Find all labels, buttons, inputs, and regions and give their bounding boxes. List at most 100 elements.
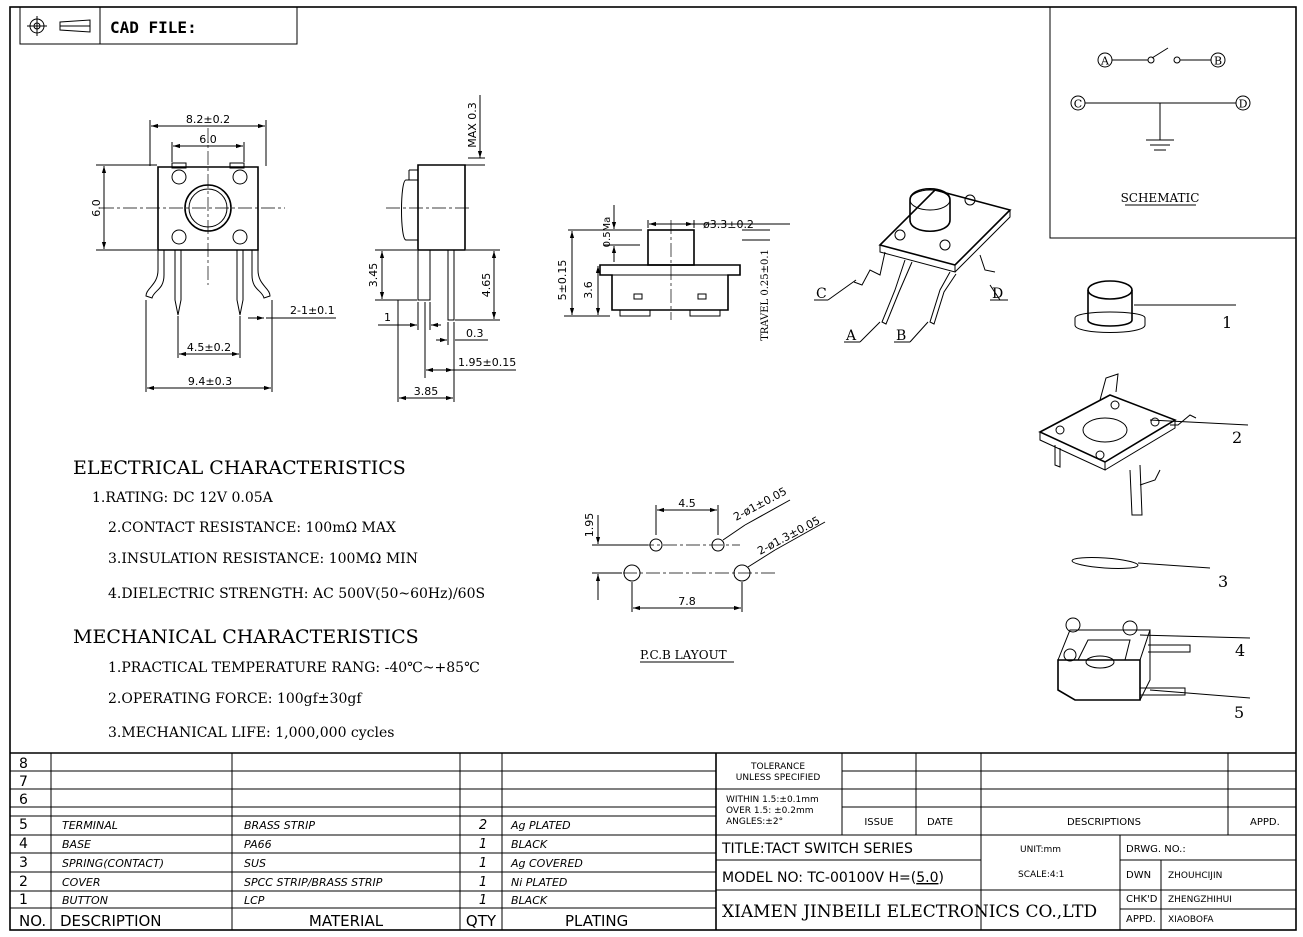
elevation-view: 0.5Ma ø3.3±0.2 5±0.15 3.6 TRAVEL 0.25±0.…: [556, 205, 790, 341]
bom-cell-description: SPRING(CONTACT): [62, 857, 164, 870]
front-dim-6-0-width: 6.0: [199, 133, 217, 146]
title-block-date: DATE: [927, 817, 953, 828]
title-block-issue: ISSUE: [864, 817, 893, 828]
bom-header-no: NO.: [19, 912, 46, 930]
front-dim-4-5: 4.5±0.2: [187, 341, 231, 354]
bom-cell-plating: BLACK: [511, 894, 548, 907]
bom-cell-no: 6: [19, 792, 28, 808]
pcb-dim-7-8: 7.8: [678, 595, 696, 608]
elev-travel: TRAVEL 0.25±0.1: [760, 249, 771, 341]
table-row: 6: [19, 792, 28, 808]
bom-cell-no: 4: [19, 836, 28, 852]
iso-label-b: B: [896, 328, 906, 344]
part-4-base: 4: [1057, 617, 1251, 701]
schematic-pin-b: B: [1214, 55, 1222, 68]
schematic-pin-d: D: [1239, 98, 1248, 111]
elev-dim-0-5: 0.5Ma: [602, 217, 613, 248]
tolerance-title-1: TOLERANCE: [750, 762, 805, 772]
tolerance-within: WITHIN 1.5:±0.1mm: [726, 795, 819, 805]
sheet-border: [9, 6, 1297, 931]
iso-label-a: A: [845, 328, 857, 344]
part-label-1: 1: [1222, 313, 1232, 332]
schematic-pin-a: A: [1100, 55, 1110, 68]
schematic-label: SCHEMATIC: [1121, 191, 1200, 205]
electrical-item-2: 2.CONTACT RESISTANCE: 100mΩ MAX: [108, 520, 396, 536]
mechanical-item-2: 2.OPERATING FORCE: 100gf±30gf: [108, 691, 363, 707]
bom-cell-no: 2: [19, 874, 28, 890]
elev-dim-5: 5±0.15: [556, 260, 569, 301]
side-dim-1-95: 1.95±0.15: [458, 356, 516, 369]
iso-label-d: D: [992, 286, 1003, 302]
ground-icon: [1146, 103, 1174, 151]
schematic-pin-c: C: [1074, 98, 1082, 111]
bom-header-qty: QTY: [466, 912, 497, 930]
tolerance-over: OVER 1.5: ±0.2mm: [726, 806, 813, 816]
bom-cell-material: PA66: [244, 838, 272, 851]
pcb-hole-large-left: [623, 564, 641, 582]
table-row: 7: [19, 774, 28, 790]
title-block-appd-col: APPD.: [1250, 817, 1280, 828]
part-3-spring: 3: [1071, 557, 1228, 591]
part-label-3: 3: [1218, 572, 1228, 591]
side-view: MAX 0.3 3.45 4.65 1 0.3 1.95±0.15 3.85: [367, 95, 516, 402]
pcb-hole-small-left: [649, 538, 663, 552]
pcb-hole-large-right: [733, 564, 751, 582]
bom-header-description: DESCRIPTION: [60, 912, 162, 930]
electrical-characteristics: ELECTRICAL CHARACTERISTICS 1.RATING: DC …: [73, 457, 485, 602]
front-view: 8.2±0.2 6.0 6.0 2-1±0.1 4.5±0.2 9.4±0.3: [90, 113, 336, 392]
title-block-appd-name: XIAOBOFA: [1168, 915, 1214, 925]
electrical-title: ELECTRICAL CHARACTERISTICS: [73, 457, 406, 479]
part-5-terminal: 5: [1140, 687, 1251, 722]
side-dim-1: 1: [384, 311, 391, 324]
title-block-title: TITLE:TACT SWITCH SERIES: [721, 841, 913, 857]
side-dim-3-85: 3.85: [414, 385, 439, 398]
bom-cell-plating: Ag PLATED: [510, 819, 571, 832]
bom-cell-material: SUS: [244, 857, 266, 870]
schematic-box: A B C D SCHEMATIC: [1049, 7, 1296, 239]
bom-cell-plating: BLACK: [511, 838, 548, 851]
cad-header: CAD FILE:: [19, 6, 298, 45]
title-block-company: XIAMEN JINBEILI ELECTRONICS CO.,LTD: [722, 902, 1097, 922]
bom-cell-no: 7: [19, 774, 28, 790]
bom-header-plating: PLATING: [565, 912, 628, 930]
table-row: 4 BASE PA66 1 BLACK: [19, 836, 548, 852]
front-dim-9-4: 9.4±0.3: [188, 375, 232, 388]
pcb-dim-2-d1-3: 2-ø1.3±0.05: [755, 514, 822, 558]
side-dim-4-65: 4.65: [480, 273, 493, 298]
side-dim-3-45: 3.45: [367, 263, 380, 288]
bom-header-material: MATERIAL: [309, 912, 384, 930]
title-block-descriptions: DESCRIPTIONS: [1067, 817, 1141, 828]
bom-cell-qty: 1: [479, 837, 487, 852]
electrical-item-4: 4.DIELECTRIC STRENGTH: AC 500V(50~60Hz)/…: [108, 586, 485, 602]
bom-cell-plating: Ni PLATED: [511, 876, 567, 889]
front-dim-pin-width: 2-1±0.1: [290, 304, 335, 317]
bom-cell-material: LCP: [244, 894, 265, 907]
bom-cell-description: BASE: [62, 838, 91, 851]
mechanical-item-1: 1.PRACTICAL TEMPERATURE RANG: -40℃~+85℃: [108, 660, 480, 676]
bom-cell-description: COVER: [62, 876, 100, 889]
title-block-chkd-name: ZHENGZHIHUI: [1168, 895, 1232, 905]
electrical-item-1: 1.RATING: DC 12V 0.05A: [92, 490, 274, 506]
exploded-parts: 1 2 3: [1038, 280, 1251, 722]
part-label-4: 4: [1235, 641, 1245, 660]
bom-cell-qty: 1: [479, 893, 487, 908]
pcb-layout-label: P.C.B LAYOUT: [640, 648, 727, 662]
elev-dim-3-3: ø3.3±0.2: [703, 218, 754, 231]
first-angle-projection-icon: [27, 16, 91, 36]
elev-dim-3-6: 3.6: [582, 281, 595, 299]
mechanical-item-3: 3.MECHANICAL LIFE: 1,000,000 cycles: [108, 725, 394, 741]
front-dim-6-0-height: 6.0: [90, 199, 103, 217]
title-block-model: MODEL NO: TC-00100V H=(5.0): [722, 870, 944, 886]
bom-cell-no: 8: [19, 756, 28, 772]
front-dim-8-2: 8.2±0.2: [186, 113, 230, 126]
bom-cell-no: 5: [19, 817, 28, 833]
title-block-unit: UNIT:mm: [1020, 845, 1061, 855]
part-label-2: 2: [1232, 428, 1242, 447]
bom-cell-qty: 1: [479, 875, 487, 890]
electrical-item-3: 3.INSULATION RESISTANCE: 100MΩ MIN: [108, 551, 418, 567]
